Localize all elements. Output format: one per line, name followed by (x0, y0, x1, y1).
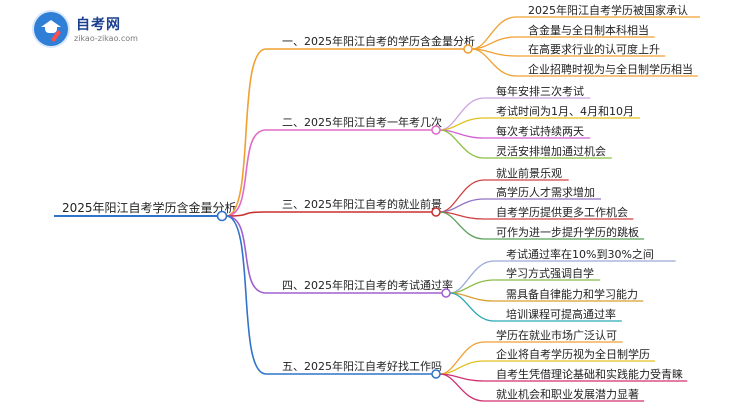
branch-2-leaf-2-label: 考试时间为1月、4月和10月 (496, 105, 634, 118)
branch-4-leaf-1-label: 考试通过率在10%到30%之间 (506, 247, 654, 261)
branch-5-leaf-3-label: 自考生凭借理论基础和实践能力受青睐 (496, 367, 683, 381)
branch-5-leaf-2-label: 企业将自考学历视为全日制学历 (496, 347, 650, 361)
branch-1-leaf-3-label: 在高要求行业的认可度上升 (528, 42, 660, 56)
branch-5-leaf-1-label: 学历在就业市场广泛认可 (496, 328, 617, 342)
branch-2-node (431, 125, 441, 135)
graduation-cap-icon (34, 12, 68, 46)
branch-4-label: 四、2025年阳江自考的考试通过率 (282, 278, 453, 292)
branch-4-connector (225, 215, 267, 294)
branch-4-leaf-1-connector (449, 260, 495, 294)
branch-4-leaf-3-label: 需具备自律能力和学习能力 (506, 287, 638, 301)
branch-3-leaf-4-connector (439, 211, 485, 240)
root-label: 2025年阳江自考学历含金量分析 (62, 200, 237, 215)
branch-3-label: 三、2025年阳江自考的就业前景 (282, 197, 442, 211)
logo-title: 自考网 (76, 17, 121, 33)
branch-3-leaf-4-label: 可作为进一步提升学历的跳板 (496, 225, 639, 239)
branch-2-leaf-4-label: 灵活安排增加通过机会 (496, 144, 606, 158)
branch-5-connector (225, 215, 267, 375)
branch-3-leaf-2-label: 高学历人才需求增加 (496, 185, 595, 199)
branch-1-label: 一、2025年阳江自考的学历含金量分析 (282, 34, 475, 48)
branch-2-leaf-4-connector (439, 129, 485, 159)
branch-3-connector (225, 211, 267, 217)
branch-1-leaf-1-label: 2025年阳江自考学历被国家承认 (528, 3, 688, 17)
branch-3-leaf-1-connector (439, 179, 485, 213)
branch-2-leaf-1-label: 每年安排三次考试 (496, 84, 584, 98)
branch-1-node (463, 44, 473, 54)
root-node (216, 210, 228, 222)
branch-4-leaf-4-connector (449, 292, 495, 322)
branch-1-leaf-4-label: 企业招聘时视为与全日制学历相当 (528, 62, 693, 76)
branch-2-connector (225, 129, 267, 217)
branch-3-leaf-1-label: 就业前景乐观 (496, 166, 562, 180)
branch-1-leaf-4-connector (471, 48, 517, 77)
branch-5-leaf-4-label: 就业机会和职业发展潜力显著 (496, 387, 639, 401)
branch-5-label: 五、2025年阳江自考好找工作吗 (282, 359, 442, 373)
logo-url: zikao-zikao.com (74, 34, 138, 43)
branch-3-leaf-3-label: 自考学历提供更多工作机会 (496, 205, 628, 219)
branch-1-leaf-2-label: 含金量与全日制本科相当 (528, 23, 649, 37)
branch-3-node (431, 207, 441, 217)
branch-4-leaf-2-label: 学习方式强调自学 (506, 266, 594, 280)
site-logo[interactable]: 自考网 zikao-zikao.com (34, 12, 174, 52)
branch-2-leaf-3-label: 每次考试持续两天 (496, 124, 584, 138)
branch-1-connector (225, 48, 267, 217)
branch-1-leaf-1-connector (471, 16, 517, 50)
branch-5-leaf-1-connector (439, 341, 485, 375)
branch-2-leaf-1-connector (439, 97, 485, 131)
branch-5-leaf-4-connector (439, 373, 485, 402)
branch-4-node (441, 288, 451, 298)
branch-5-node (431, 369, 441, 379)
branch-4-leaf-4-label: 培训课程可提高通过率 (506, 307, 616, 321)
branch-2-label: 二、2025年阳江自考一年考几次 (282, 115, 442, 129)
